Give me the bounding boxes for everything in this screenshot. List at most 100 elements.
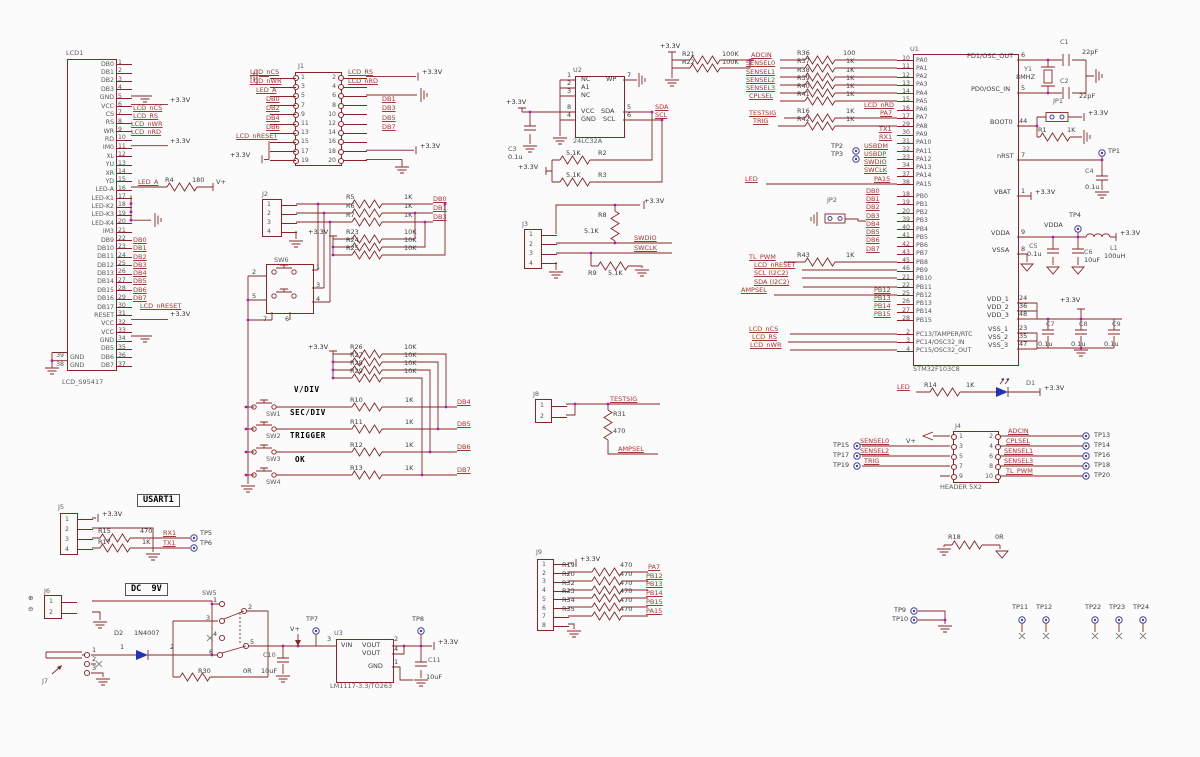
schematic-label: R30 <box>198 667 211 675</box>
u1-pin-number: 21 <box>902 273 910 281</box>
vplus-arrow-j4 <box>921 431 934 441</box>
schematic-label: VOUT <box>362 649 381 657</box>
schematic-label: 8 <box>1021 245 1026 253</box>
schematic-label: R6 <box>346 202 355 210</box>
u1-pin-name: PA5 <box>916 97 928 105</box>
j1-right-stub <box>341 86 367 88</box>
schematic-label: R15 <box>98 527 111 535</box>
lcd1-connector: DB0 1 DB1 2 DB2 3 DB3 4 GND 5 VCC 6 <box>56 59 132 371</box>
schematic-label: 1K <box>846 57 855 65</box>
schematic-label: +3.3V <box>1035 188 1056 196</box>
u1-pin-number: 37 <box>902 170 910 178</box>
schematic-label: 1K <box>404 193 413 201</box>
lcd1-pin-number: 34 <box>118 335 126 343</box>
u1-pin-row: 4 PC15/OSC32_OUT <box>897 346 1017 355</box>
lcd1-pin-name: LED-A <box>95 186 114 194</box>
schematic-label: 470 <box>620 561 633 569</box>
schematic-label: VSS_2 <box>988 333 1009 341</box>
schematic-label: 100K <box>722 50 739 58</box>
schematic-label: 470 <box>613 427 626 435</box>
schematic-label: TL_PWM <box>1006 467 1033 475</box>
u1-pin-name: PA8 <box>916 122 928 130</box>
schematic-label: LCD_nCS <box>749 325 779 333</box>
u1-pin-row: 22 PB11 <box>897 282 1017 291</box>
schematic-label: R9 <box>588 269 597 277</box>
schematic-label: 6 <box>1021 51 1026 59</box>
schematic-label: SW5 <box>202 589 217 597</box>
schematic-label: SWCLK <box>864 166 887 174</box>
schematic-label: R40 <box>797 82 810 90</box>
schematic-label: CPLSEL <box>749 92 773 100</box>
lcd1-pin-row: DB10 23 <box>68 243 132 252</box>
schematic-label: DB3 <box>433 213 447 221</box>
pin-number: 3 <box>542 578 546 586</box>
u1-pin-row: 3 PC14/OSC32_IN <box>897 337 1017 346</box>
schematic-label: 22pF <box>1082 48 1099 56</box>
u1-pin-name: PA6 <box>916 106 928 114</box>
lcd1-pin-number: 31 <box>118 310 126 318</box>
j1-pin-row: 17 18 <box>270 147 367 156</box>
schematic-label: PB15 <box>874 310 891 318</box>
schematic-label: DB3 <box>133 261 147 269</box>
schematic-label: TP5 <box>200 529 213 537</box>
schematic-label: SENSEL1 <box>1004 447 1034 455</box>
schematic-label: 0.1u <box>1071 340 1086 348</box>
schematic-label: VCC <box>581 107 595 115</box>
schematic-label: R14 <box>924 381 937 389</box>
schematic-label: TX1 <box>879 125 892 133</box>
lcd1-pin-row: XR 14 <box>68 168 132 177</box>
schematic-label: TP19 <box>833 461 850 469</box>
schematic-label: DB7 <box>382 123 396 131</box>
pin-row: 1 <box>538 560 569 569</box>
schematic-label: SW6 <box>274 256 289 264</box>
schematic-label: 6 <box>285 315 290 323</box>
lcd1-pin-row: RESET 31 <box>68 310 132 319</box>
schematic-label: SW3 <box>266 455 281 463</box>
schematic-label: DB7 <box>457 466 471 474</box>
u1-pin-row: 17 PA7 <box>897 113 1017 122</box>
j1-pin-row: 3 4 <box>270 82 367 91</box>
lcd1-pin-name: DB14 <box>97 278 114 286</box>
lcd1-pin-number: 11 <box>118 142 126 150</box>
u1-pin-row: 26 PB13 <box>897 298 1017 307</box>
u1-pin-row: 39 PB3 <box>897 216 1017 225</box>
schematic-label: 0.1u <box>1027 250 1042 258</box>
pin-number: 5 <box>542 595 546 603</box>
j1-left-stub <box>270 151 296 153</box>
schematic-label: 2 <box>248 603 253 611</box>
schematic-label: VSS_1 <box>988 325 1009 333</box>
schematic-label: TP15 <box>833 441 850 449</box>
j1-right-stub <box>341 123 367 125</box>
plug-arrow <box>57 665 62 670</box>
schematic-label: 2 <box>394 635 399 643</box>
schematic-label: PA7 <box>648 563 661 571</box>
pin-number: 2 <box>540 413 544 420</box>
schematic-label: R41 <box>797 90 810 98</box>
schematic-label: TP16 <box>1094 451 1111 459</box>
pin-row: 2 <box>61 524 93 534</box>
u1-pin-name: PA1 <box>916 64 928 72</box>
schematic-label: 10K <box>404 236 417 244</box>
j1-left-stub <box>270 77 296 79</box>
schematic-label: R20 <box>562 570 575 578</box>
schematic-label: ⊕ <box>28 594 34 602</box>
schematic-label: LCD_nCS <box>133 104 163 112</box>
u1-pin-number: 38 <box>902 178 910 186</box>
schematic-label: RX1 <box>163 529 177 537</box>
schematic-label: VDD_1 <box>987 295 1009 303</box>
u1-pin-number: 29 <box>902 121 910 129</box>
lcd1-pin-number: 16 <box>118 184 126 192</box>
u1-pin-name: PB7 <box>916 250 928 258</box>
lcd1-pin-number: 4 <box>118 84 122 92</box>
schematic-label: 470 <box>620 596 633 604</box>
schematic-label: R4 <box>165 176 174 184</box>
lcd1-pin-number: 6 <box>118 100 122 108</box>
schematic-label: 8MHZ <box>1016 73 1036 81</box>
lcd1-pin-row: GND 5 <box>68 93 132 102</box>
pin-number: 1 <box>49 598 53 605</box>
schematic-label: 1K <box>846 115 855 123</box>
lcd1-pin-number: 23 <box>118 243 126 251</box>
schematic-label: L1 <box>1110 244 1118 252</box>
